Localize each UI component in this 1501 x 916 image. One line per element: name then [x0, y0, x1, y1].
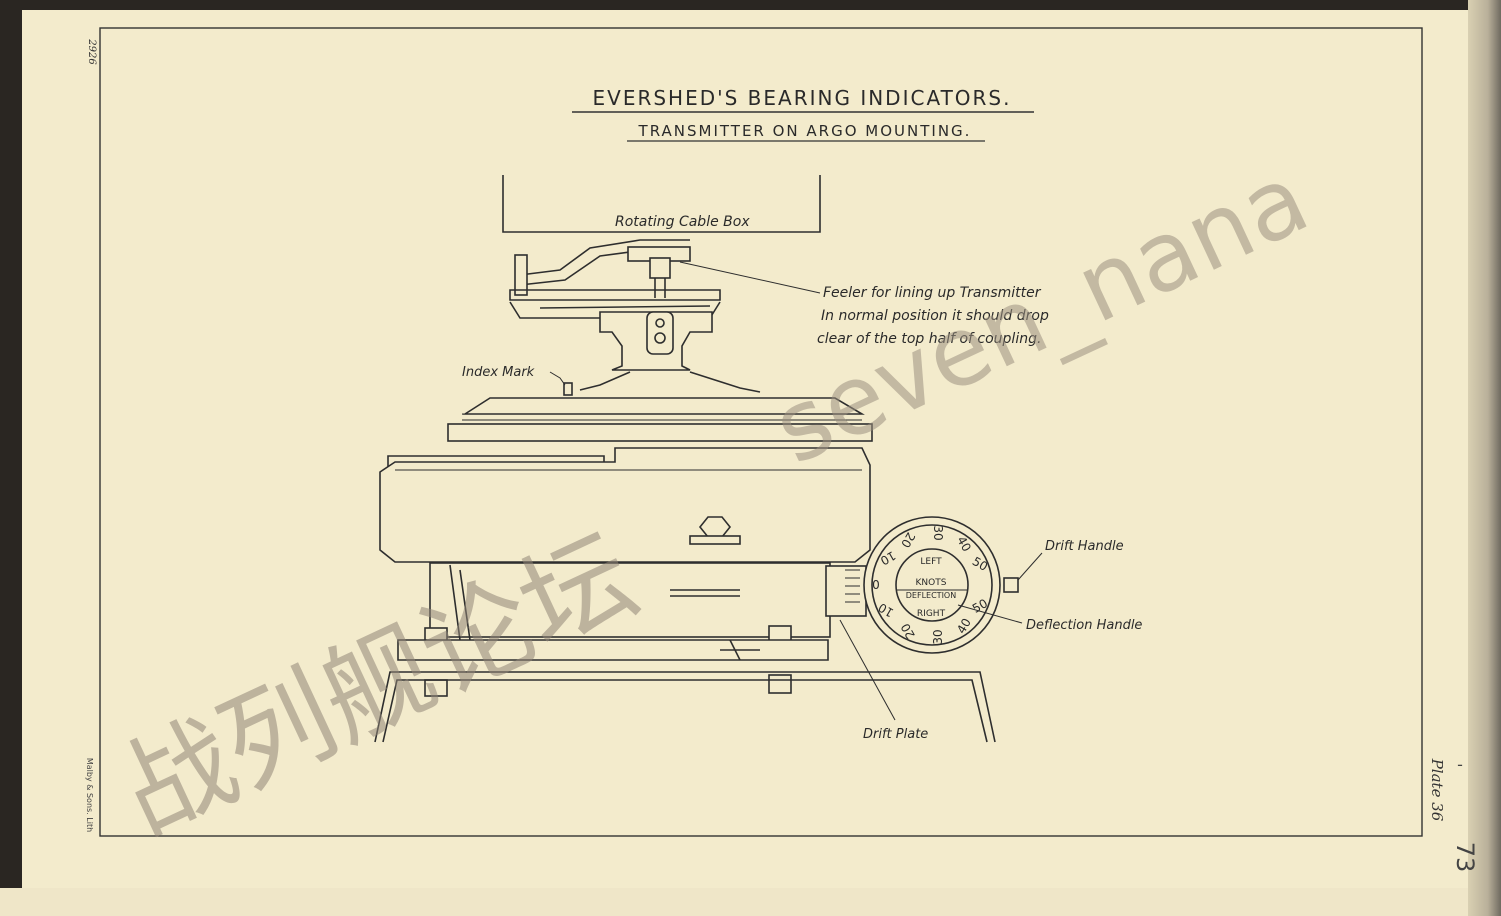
page-title: EVERSHED'S BEARING INDICATORS. [593, 86, 1012, 110]
drift-handle-leader [1017, 552, 1043, 581]
cable-box [502, 175, 821, 233]
label-drift-plate: Drift Plate [863, 727, 928, 742]
label-deflection-handle: Deflection Handle [1026, 618, 1142, 633]
watermark-chinese: 战列舰论坛 [102, 510, 655, 858]
printer-credit: Malby & Sons. Lith [85, 758, 94, 832]
page-bottom-edge [0, 888, 1501, 916]
corner-number: 2926 [86, 38, 97, 65]
label-feeler-line1: Feeler for lining up Transmitter [823, 285, 1042, 301]
feeler-leader [679, 261, 821, 294]
deflection-dial: LEFT KNOTS DEFLECTION RIGHT 30 40 50 20 … [863, 516, 1019, 654]
dial-knots-label: KNOTS [916, 578, 947, 588]
dial-50-top: 50 [970, 554, 990, 574]
label-drift-handle: Drift Handle [1045, 539, 1124, 554]
deflection-handle-leader [957, 604, 1023, 624]
page-number: 73 [1451, 842, 1479, 873]
dial-20-top: 20 [898, 530, 918, 550]
drift-plate-leader [839, 619, 896, 721]
plate-dash: - [1457, 755, 1463, 774]
label-index-mark: Index Mark [462, 365, 535, 380]
dial-10-bottom: 10 [876, 600, 896, 620]
dial-30-top: 30 [931, 525, 945, 540]
dial-50-bottom: 50 [970, 596, 990, 616]
dial-10-top: 10 [878, 548, 898, 568]
dial-20-bottom: 20 [898, 621, 918, 641]
drift-plate [825, 565, 867, 617]
plate-number: Plate 36 [1428, 758, 1446, 822]
mounting-legs [374, 671, 996, 743]
feeler-arm [519, 239, 690, 276]
transmitter-drawing: LEFT KNOTS DEFLECTION RIGHT 30 40 50 20 … [374, 175, 1043, 743]
dial-0: 0 [872, 578, 880, 592]
label-feeler-line2: In normal position it should drop [821, 308, 1049, 324]
index-mark [563, 382, 573, 396]
dial-left-label: LEFT [920, 557, 942, 567]
main-body [379, 447, 871, 563]
dial-deflection-label: DEFLECTION [906, 591, 956, 600]
label-feeler-line3: clear of the top half of coupling. [817, 331, 1041, 347]
dial-40-bottom: 40 [954, 616, 974, 636]
page-subtitle: TRANSMITTER ON ARGO MOUNTING. [638, 122, 972, 140]
dial-40-top: 40 [954, 534, 974, 554]
label-rotating-cable-box: Rotating Cable Box [615, 214, 750, 230]
drift-handle-knob [1003, 577, 1019, 593]
dial-right-label: RIGHT [917, 609, 946, 619]
dial-30-bottom: 30 [931, 629, 945, 644]
border-frame [99, 27, 1423, 837]
book-spine [1468, 0, 1501, 916]
